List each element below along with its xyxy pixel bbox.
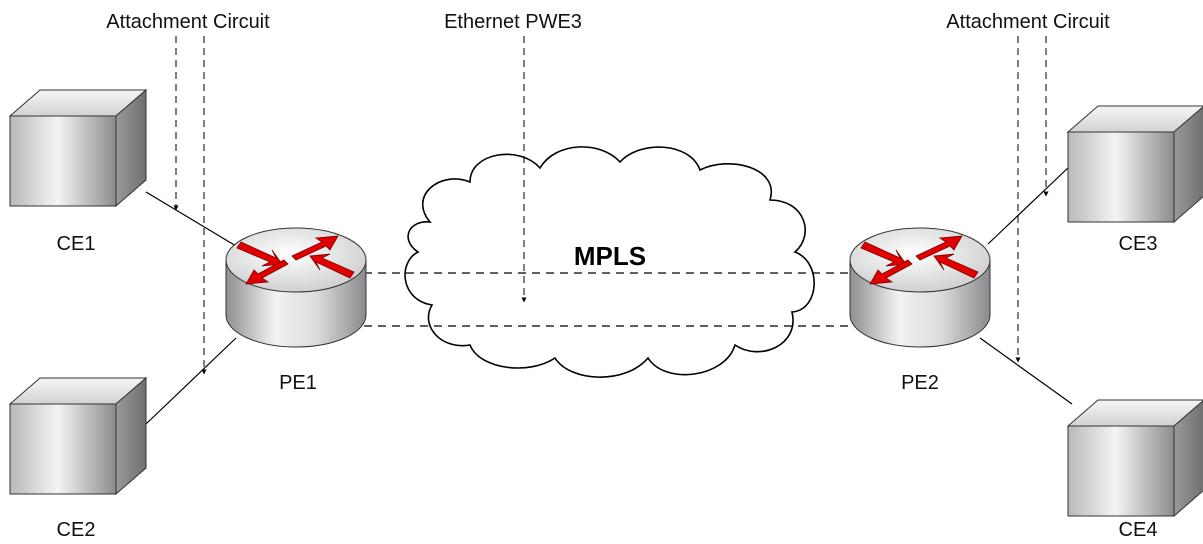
ce4-server-box-icon — [1067, 399, 1203, 517]
ce2-server-box-icon — [9, 377, 147, 495]
link-ce2-pe1 — [145, 337, 237, 425]
pe1-label: PE1 — [279, 372, 317, 394]
link-ce4-pe2 — [979, 337, 1073, 405]
ce2-label: CE2 — [57, 519, 96, 541]
ce3-server-box-icon — [1067, 105, 1203, 223]
pseudowire-lines — [364, 272, 856, 327]
pointer-arrows — [173, 36, 1049, 375]
link-ce3-pe2 — [987, 165, 1071, 245]
attachment-circuit-label-left: Attachment Circuit — [106, 11, 270, 33]
mpls-label: MPLS — [574, 241, 646, 271]
mpls-cloud — [404, 146, 815, 378]
ce3-label: CE3 — [1119, 233, 1158, 255]
ce4-label: CE4 — [1119, 519, 1158, 541]
ce1-server-box-icon — [9, 89, 147, 207]
attachment-links — [145, 165, 1073, 425]
ethernet-pwe3-label: Ethernet PWE3 — [444, 11, 582, 33]
attachment-circuit-label-right: Attachment Circuit — [946, 11, 1110, 33]
pe2-router-icon — [849, 227, 991, 348]
link-ce1-pe1 — [145, 191, 237, 247]
pe2-label: PE2 — [901, 372, 939, 394]
pe1-router-icon — [225, 227, 367, 348]
ce1-label: CE1 — [57, 233, 96, 255]
